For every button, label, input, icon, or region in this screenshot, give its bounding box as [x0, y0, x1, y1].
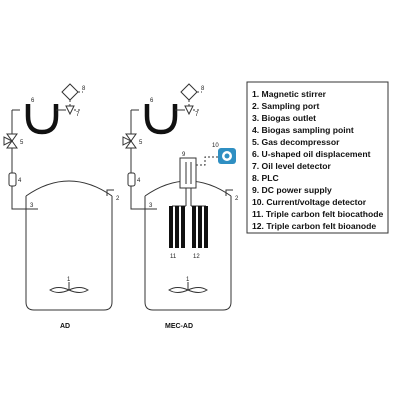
mec-current-voltage-meter: [218, 148, 236, 164]
mec-label-11: 11: [170, 254, 177, 260]
legend-item-5: 5. Gas decompressor: [252, 137, 340, 147]
ad-sampling-port: [106, 189, 114, 196]
legend-item-1: 1. Magnetic stirrer: [252, 89, 327, 99]
ad-label-8: 8: [82, 86, 86, 92]
mec-label-7: 7: [195, 112, 199, 118]
mec-u-tube: [144, 104, 178, 135]
mec-label-4: 4: [137, 178, 141, 184]
mec-label-1: 1: [186, 277, 190, 283]
legend-item-4: 4. Biogas sampling point: [252, 125, 354, 135]
mec-oil-detector: [184, 105, 194, 116]
ad-label-6: 6: [31, 98, 35, 104]
mec-label-5: 5: [139, 140, 143, 146]
ad-plc: [61, 83, 79, 101]
mec-label-2: 2: [235, 196, 239, 202]
legend-box: [246, 81, 389, 234]
mec-label-10: 10: [212, 143, 219, 149]
legend-item-7: 7. Oil level detector: [252, 161, 331, 171]
ad-gas-line: [11, 186, 38, 210]
ad-caption: AD: [60, 323, 70, 330]
mec-decompressor-valve: [122, 133, 137, 149]
mec-meter-link: [196, 156, 218, 166]
legend-item-11: 11. Triple carbon felt biocathode: [252, 209, 384, 219]
mec-label-3: 3: [149, 203, 153, 209]
mec-bioanode: [192, 206, 208, 248]
legend-item-10: 10. Current/voltage detector: [252, 197, 367, 207]
mec-gas-line: [130, 186, 157, 210]
mec-label-6: 6: [150, 98, 154, 104]
reactor-ad: [3, 83, 114, 311]
ad-label-1: 1: [67, 277, 71, 283]
ad-u-tube: [25, 104, 59, 135]
mec-stirrer: [168, 282, 208, 293]
ad-label-3: 3: [30, 203, 34, 209]
mec-sampling-point: [127, 172, 136, 187]
ad-label-7: 7: [76, 112, 80, 118]
legend-item-6: 6. U-shaped oil displacement: [252, 149, 371, 159]
mec-caption: MEC-AD: [165, 323, 193, 330]
ad-stirrer: [49, 282, 89, 293]
ad-sampling-point: [8, 172, 17, 187]
ad-oil-detector: [65, 105, 75, 116]
mec-sampling-port: [225, 189, 233, 196]
ad-vessel: [25, 196, 113, 311]
ad-label-5: 5: [20, 140, 24, 146]
ad-label-4: 4: [18, 178, 22, 184]
ad-decompressor-valve: [3, 133, 18, 149]
ad-label-2: 2: [116, 196, 120, 202]
legend-item-9: 9. DC power supply: [252, 185, 332, 195]
mec-label-8: 8: [201, 86, 205, 92]
legend-item-3: 3. Biogas outlet: [252, 113, 316, 123]
legend-item-2: 2. Sampling port: [252, 101, 319, 111]
mec-dc-power-supply: [179, 157, 197, 189]
ad-dome: [25, 180, 113, 197]
legend-item-12: 12. Triple carbon felt bioanode: [252, 221, 376, 231]
legend-item-8: 8. PLC: [252, 173, 279, 183]
reactor-mec-ad: [122, 83, 233, 311]
mec-label-9: 9: [182, 152, 186, 158]
mec-plc: [180, 83, 198, 101]
mec-label-12: 12: [193, 254, 200, 260]
mec-biocathode: [169, 206, 185, 248]
mec-vessel: [144, 196, 232, 311]
